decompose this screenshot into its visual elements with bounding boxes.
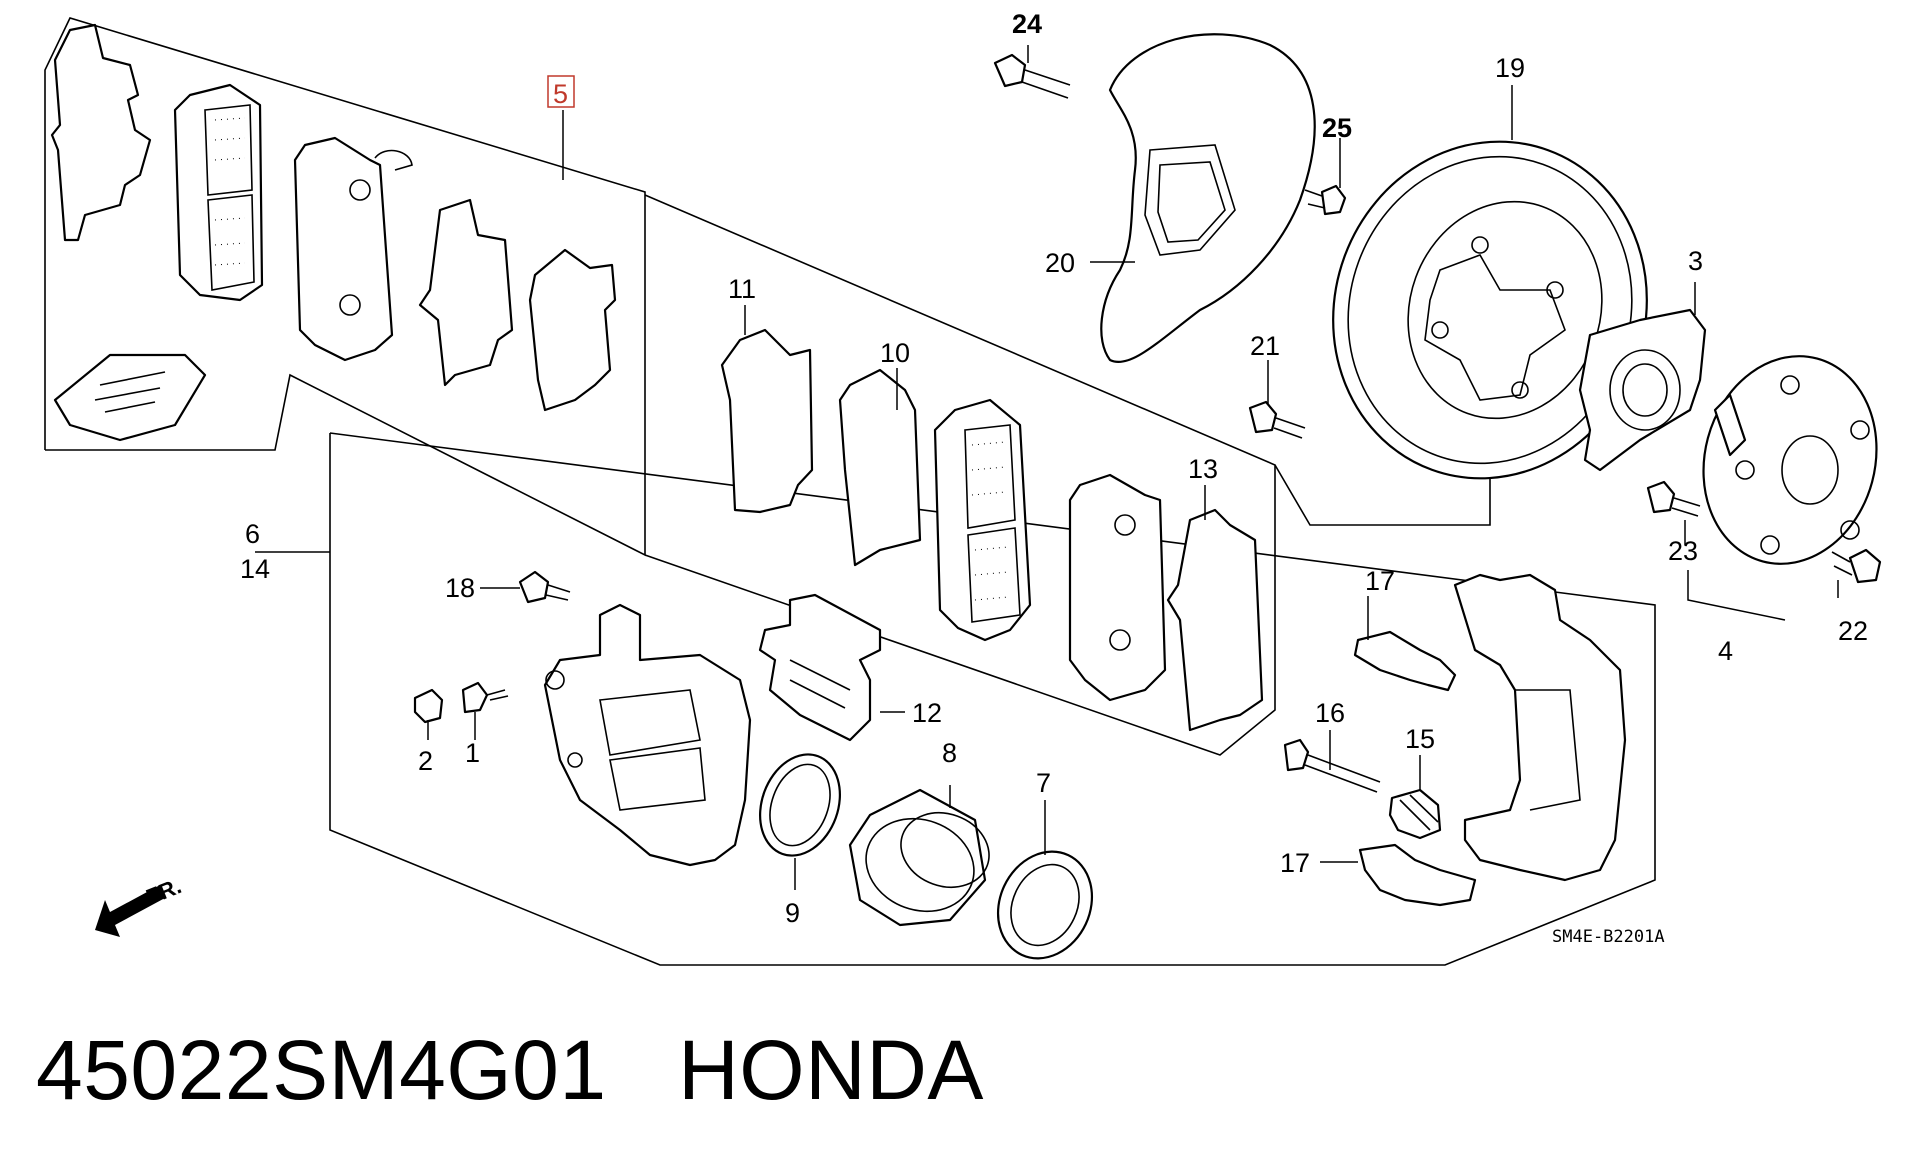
callout-8: 8 xyxy=(942,738,957,768)
outer-shim-left xyxy=(50,23,152,242)
callout-18: 18 xyxy=(445,573,475,603)
grease-packet xyxy=(53,353,207,442)
dust-seal-7 xyxy=(996,850,1094,960)
callout-1: 1 xyxy=(465,738,480,768)
brake-pad-left-b xyxy=(293,136,413,362)
callout-10: 10 xyxy=(880,338,910,368)
callout-15: 15 xyxy=(1405,724,1435,754)
pin-bolt-16 xyxy=(1283,738,1381,793)
bolt-25 xyxy=(1304,184,1347,216)
exploded-parts-diagram: FR. 5 24 25 19 20 3 21 11 10 13 6 xyxy=(44,9,1882,966)
brake-disc-19 xyxy=(1332,140,1648,480)
shim-left-c xyxy=(418,198,514,387)
caption: 45022SM4G01 HONDA xyxy=(36,1020,1916,1120)
callout-3: 3 xyxy=(1688,246,1703,276)
pad-retainer-17-upper xyxy=(1353,630,1457,692)
callout-2: 2 xyxy=(418,746,433,776)
bolt-21 xyxy=(1248,400,1306,439)
bolt-18 xyxy=(518,570,571,604)
drawing-code: SM4E-B2201A xyxy=(1552,927,1665,947)
inner-pad-frame xyxy=(644,194,1276,756)
anti-squeal-shim-11 xyxy=(720,328,814,514)
piston-8 xyxy=(848,788,990,927)
callout-20: 20 xyxy=(1045,248,1075,278)
bolt-22 xyxy=(1831,548,1882,584)
callout-13: 13 xyxy=(1188,454,1218,484)
piston-seal-9 xyxy=(759,753,841,857)
callout-6: 6 xyxy=(245,519,260,549)
screw-23 xyxy=(1646,480,1701,517)
callout-11: 11 xyxy=(728,274,756,304)
callout-5: 5 xyxy=(553,79,568,109)
direction-label: FR. xyxy=(143,873,185,909)
callout-7: 7 xyxy=(1036,768,1051,798)
pad-set-frame xyxy=(44,17,646,557)
shim-13 xyxy=(1166,508,1264,732)
callout-5-highlight xyxy=(547,75,575,108)
callout-9: 9 xyxy=(785,898,800,928)
part-number: 45022SM4G01 xyxy=(36,1023,607,1117)
brand-name: HONDA xyxy=(678,1023,984,1117)
bolt-24 xyxy=(993,53,1071,99)
callout-21: 21 xyxy=(1250,331,1280,361)
callout-14: 14 xyxy=(240,554,270,584)
wheel-hub-4 xyxy=(1702,355,1878,565)
hub-group-frame xyxy=(1274,460,1491,526)
callout-22: 22 xyxy=(1838,616,1868,646)
shim-left-d xyxy=(528,248,617,412)
callout-16: 16 xyxy=(1315,698,1345,728)
front-direction-arrow: FR. xyxy=(95,873,185,937)
callout-23: 23 xyxy=(1668,536,1698,566)
bleeder-screw-1 xyxy=(461,681,509,714)
brake-pad-left-a xyxy=(173,83,264,302)
pad-retainer-17-lower xyxy=(1358,843,1477,907)
pin-boot-15 xyxy=(1388,788,1442,840)
pad-spring-12 xyxy=(758,593,882,742)
callout-17-upper: 17 xyxy=(1365,566,1395,596)
caliper-bracket xyxy=(1453,573,1627,882)
anti-squeal-shim-10 xyxy=(838,368,922,567)
leader-lines xyxy=(255,45,1839,890)
caliper-assembly-frame xyxy=(329,432,1656,966)
bleeder-cap-2 xyxy=(413,688,444,724)
wheel-bearing-3 xyxy=(1578,308,1707,472)
callout-19: 19 xyxy=(1495,53,1525,83)
splash-guard-20 xyxy=(1100,33,1316,363)
callout-24: 24 xyxy=(1012,9,1042,39)
caliper-body xyxy=(543,603,752,867)
callout-17-lower: 17 xyxy=(1280,848,1310,878)
callout-12: 12 xyxy=(912,698,942,728)
callout-4: 4 xyxy=(1718,636,1733,666)
brake-pad-inner xyxy=(933,398,1032,642)
callout-25: 25 xyxy=(1322,113,1352,143)
brake-pad-inner-b xyxy=(1068,473,1167,702)
